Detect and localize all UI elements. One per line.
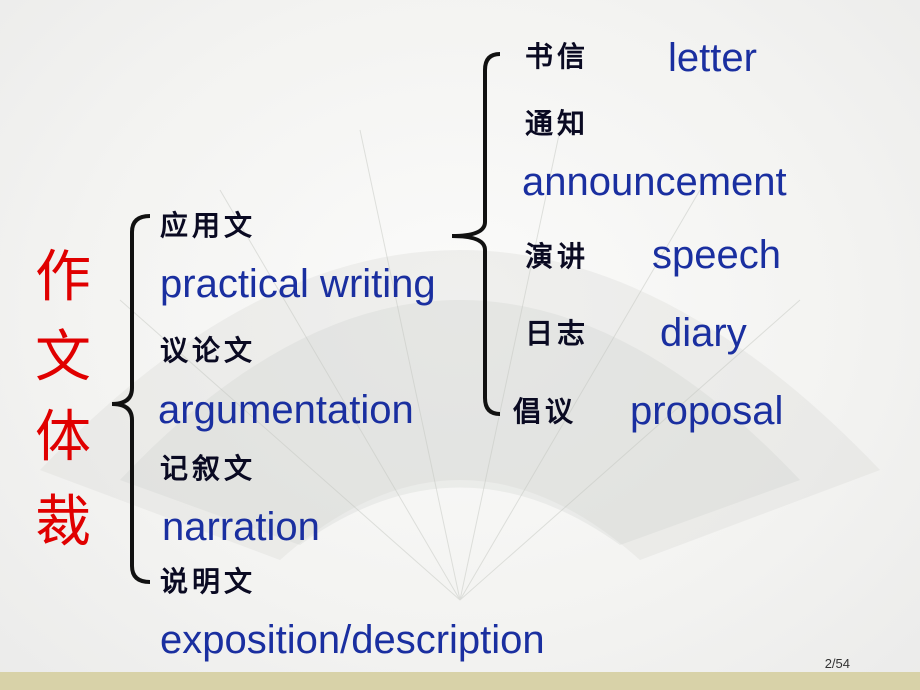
type-proposal-cn: 倡议 [513,395,578,428]
genre-exposition-cn: 说明文 [160,565,257,598]
genre-practical-cn: 应用文 [160,209,257,242]
genre-practical-en: practical writing [160,262,436,306]
genre-argument-en: argumentation [158,388,414,432]
genre-exposition-en: exposition/description [160,618,545,662]
bottom-bar [0,672,920,690]
title-char: 文 [35,325,91,390]
genre-narration-en: narration [162,505,320,549]
type-letter-en: letter [668,36,757,80]
title-char: 体 [35,405,91,470]
type-announcement-cn: 通知 [525,107,590,140]
type-speech-en: speech [652,233,781,277]
type-diary-cn: 日志 [525,317,590,350]
type-speech-cn: 演讲 [525,240,590,273]
type-proposal-en: proposal [630,389,784,433]
type-diary-en: diary [660,311,747,355]
type-announcement-en: announcement [522,160,787,204]
title-char: 裁 [35,490,91,555]
genre-narration-cn: 记叙文 [160,452,257,485]
main-bracket [111,214,151,584]
practical-bracket [451,52,501,416]
page-number: 2/54 [824,656,850,671]
type-letter-cn: 书信 [525,40,590,73]
title-char: 作 [35,245,91,310]
genre-argument-cn: 议论文 [160,334,257,367]
